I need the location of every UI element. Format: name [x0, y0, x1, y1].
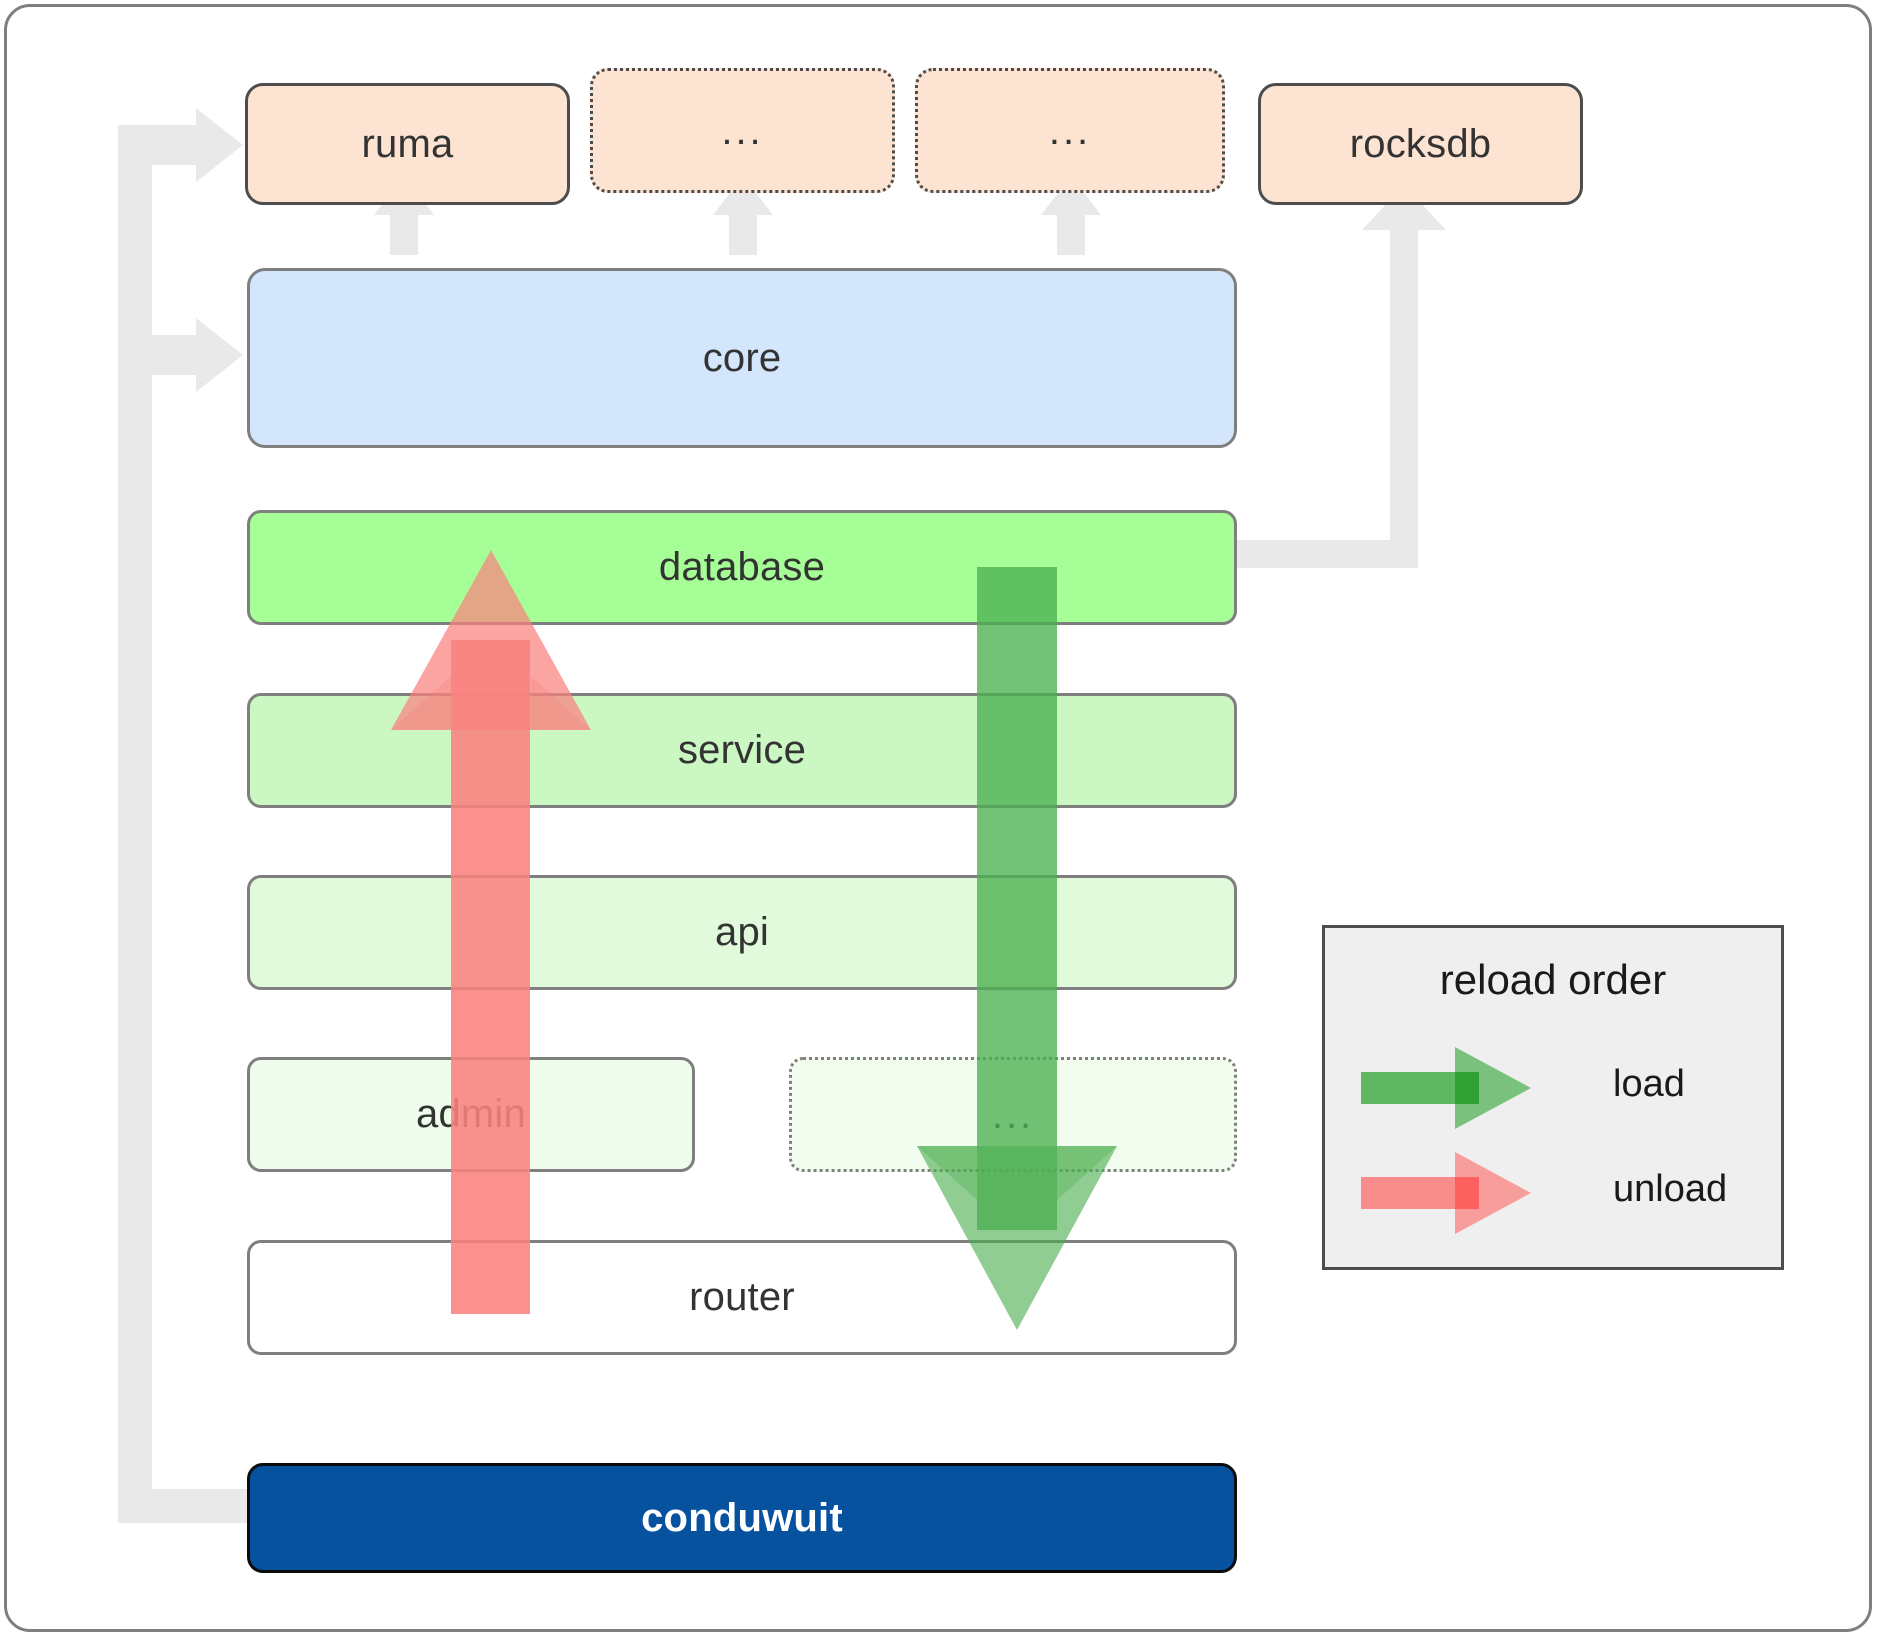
layer-box-admin[interactable]: admin [247, 1057, 695, 1172]
legend-label-unload: unload [1613, 1168, 1728, 1210]
dependency-box-ruma[interactable]: ruma [245, 83, 570, 205]
legend-entry-load: load [1325, 1047, 1781, 1131]
legend-entry-unload: unload [1325, 1152, 1781, 1236]
unload-legend-arrow-icon [1361, 1152, 1531, 1234]
legend-label-load: load [1613, 1063, 1685, 1105]
legend-title: reload order [1439, 956, 1667, 1003]
dependency-label-ellipsis-2: ... [1048, 108, 1092, 153]
layer-box-api[interactable]: api [247, 875, 1237, 990]
layer-box-router[interactable]: router [247, 1240, 1237, 1355]
application-label-conduwuit: conduwuit [641, 1495, 843, 1540]
layer-label-admin: admin [416, 1092, 526, 1136]
layer-label-api: api [715, 910, 769, 954]
legend-panel: reload order load unload [1322, 925, 1784, 1270]
layer-label-core: core [702, 335, 782, 380]
application-box-conduwuit[interactable]: conduwuit [247, 1463, 1237, 1573]
dependency-label-ruma: ruma [361, 121, 454, 166]
dependency-label-rocksdb: rocksdb [1349, 121, 1492, 166]
layer-box-more[interactable]: ... [789, 1057, 1237, 1172]
dependency-label-ellipsis-1: ... [721, 108, 764, 153]
layer-box-database[interactable]: database [247, 510, 1237, 625]
layer-box-service[interactable]: service [247, 693, 1237, 808]
dependency-box-ellipsis-1[interactable]: ... [590, 68, 895, 193]
layer-box-core[interactable]: core [247, 268, 1237, 448]
layer-label-database: database [658, 545, 826, 589]
layer-label-more: ... [991, 1092, 1035, 1137]
dependency-box-rocksdb[interactable]: rocksdb [1258, 83, 1583, 205]
dependency-box-ellipsis-2[interactable]: ... [915, 68, 1225, 193]
layer-label-service: service [677, 728, 807, 772]
diagram-frame [4, 4, 1872, 1632]
load-legend-arrow-icon [1361, 1047, 1531, 1129]
layer-label-router: router [689, 1275, 795, 1319]
